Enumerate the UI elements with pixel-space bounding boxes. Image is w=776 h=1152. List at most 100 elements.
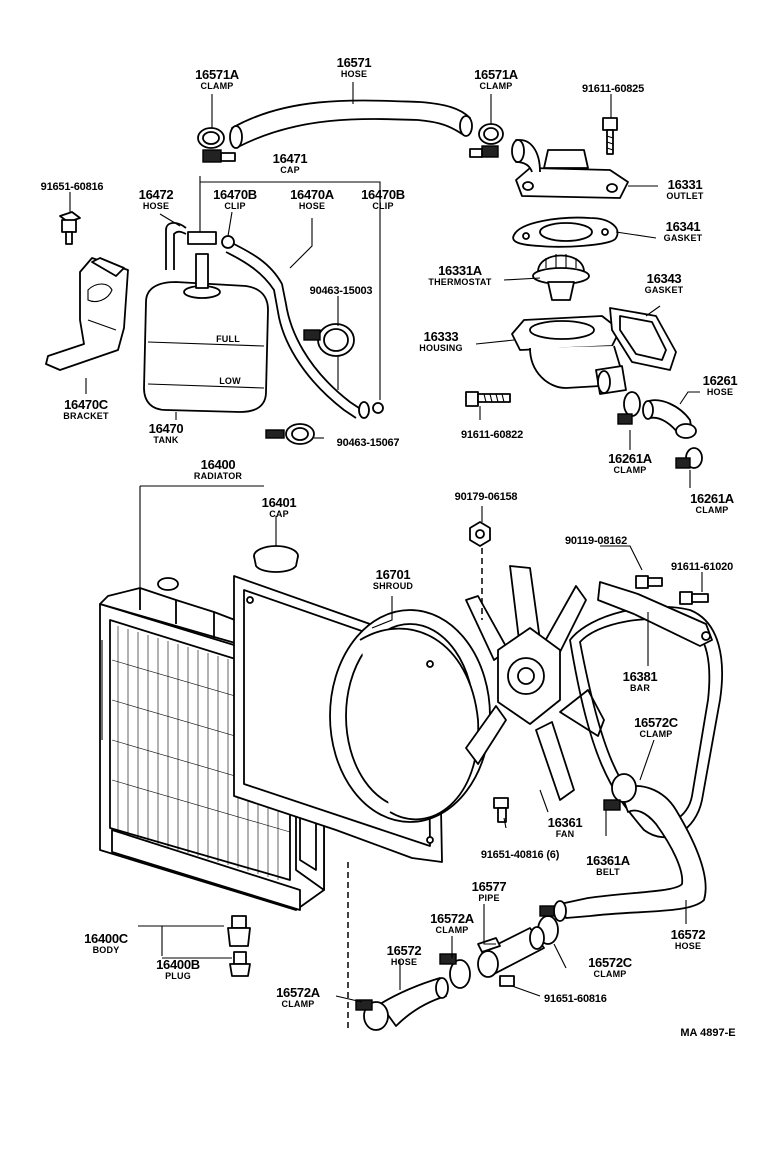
part-number: 16341 <box>665 219 701 234</box>
upper-hose-16571 <box>229 99 473 149</box>
label-90119-08162: 90119-08162 <box>565 532 627 548</box>
part-name: OUTLET <box>666 191 704 201</box>
part-number: 16572C <box>588 955 632 970</box>
part-name: CAP <box>280 165 300 175</box>
part-number: 16261A <box>608 451 652 466</box>
bolt-90119-08162 <box>635 575 663 589</box>
part-number: 16400C <box>84 931 128 946</box>
part-name: CLAMP <box>639 729 673 739</box>
clamp-16572a-middle <box>439 953 471 989</box>
part-name: HOSE <box>674 941 702 951</box>
clamp-16572c-upper <box>603 773 637 811</box>
part-number: 16331A <box>438 263 482 278</box>
part-number: 16400B <box>156 957 200 972</box>
fan-shroud-16701 <box>233 575 491 863</box>
label-91611-60825: 91611-60825 <box>582 80 644 96</box>
bolt-91651-40816 <box>493 797 509 823</box>
part-name: HOSE <box>390 957 418 967</box>
part-number: 91651-60816 <box>40 181 104 193</box>
part-name: GASKET <box>644 285 684 295</box>
part-name: BODY <box>92 945 120 955</box>
overflow-hose-16470a <box>225 241 370 419</box>
part-name: CAP <box>269 509 289 519</box>
part-number: 16572C <box>634 715 678 730</box>
thermostat-16331a <box>532 254 590 301</box>
part-name: HOSE <box>340 69 368 79</box>
reservoir-tank-16470 <box>143 231 269 413</box>
clamp-16571a-left <box>197 127 236 163</box>
lower-hose-16572-left <box>379 977 449 1027</box>
part-number: 16572A <box>430 911 474 926</box>
part-number: 91611-60822 <box>460 429 524 441</box>
figure-reference: MA 4897-E <box>680 1024 735 1040</box>
part-number: 16470C <box>64 397 108 412</box>
part-number: 16401 <box>261 495 297 510</box>
label-91611-60822: 91611-60822 <box>461 426 523 442</box>
cooling-fan-16361 <box>465 565 605 801</box>
part-number: 16572A <box>276 985 320 1000</box>
part-number: 16572 <box>670 927 706 942</box>
tank-full-mark: FULL <box>216 334 240 344</box>
part-name: BAR <box>629 683 651 693</box>
nut-90179-06158 <box>469 521 491 547</box>
clamp-16261a-upper <box>617 391 641 425</box>
part-number: 16261A <box>690 491 734 506</box>
drain-body-16400c <box>227 915 251 947</box>
part-number: 90119-08162 <box>564 535 628 547</box>
part-number: 90463-15067 <box>336 437 400 449</box>
part-number: 16261 <box>702 373 738 388</box>
part-number: 16361 <box>547 815 583 830</box>
part-number: 91611-60825 <box>581 83 645 95</box>
part-name: HOSE <box>142 201 170 211</box>
part-name: CLIP <box>372 201 394 211</box>
part-name: BRACKET <box>63 411 109 421</box>
part-number: 90179-06158 <box>454 491 518 503</box>
part-name: SHROUD <box>372 581 414 591</box>
overflow-hose-16472 <box>165 222 187 270</box>
figure-reference-text: MA 4897-E <box>680 1027 736 1039</box>
water-outlet-16331 <box>511 139 629 199</box>
bolt-91611-61020 <box>679 591 709 605</box>
part-name: THERMOSTAT <box>428 277 492 287</box>
tank-low-mark: LOW <box>219 376 241 386</box>
part-number: 16701 <box>375 567 411 582</box>
bolt-91611-60825 <box>602 117 618 155</box>
part-name: CLAMP <box>479 81 513 91</box>
label-91611-61020: 91611-61020 <box>671 558 733 574</box>
part-name: CLAMP <box>435 925 469 935</box>
part-number: 16470B <box>361 187 405 202</box>
label-91651-60816-bottom: 91651-60816 <box>544 990 607 1006</box>
part-number: 16470B <box>213 187 257 202</box>
part-name: PIPE <box>478 893 500 903</box>
part-name: GASKET <box>663 233 703 243</box>
adjusting-bar-16381 <box>597 581 713 647</box>
leader-lines <box>69 82 703 1003</box>
label-91651-40816: 91651-40816 (6) <box>481 846 560 862</box>
gasket-16341 <box>512 216 619 248</box>
part-number: 16470 <box>148 421 184 436</box>
part-number: 16400 <box>200 457 236 472</box>
part-number: 16571A <box>474 67 518 82</box>
